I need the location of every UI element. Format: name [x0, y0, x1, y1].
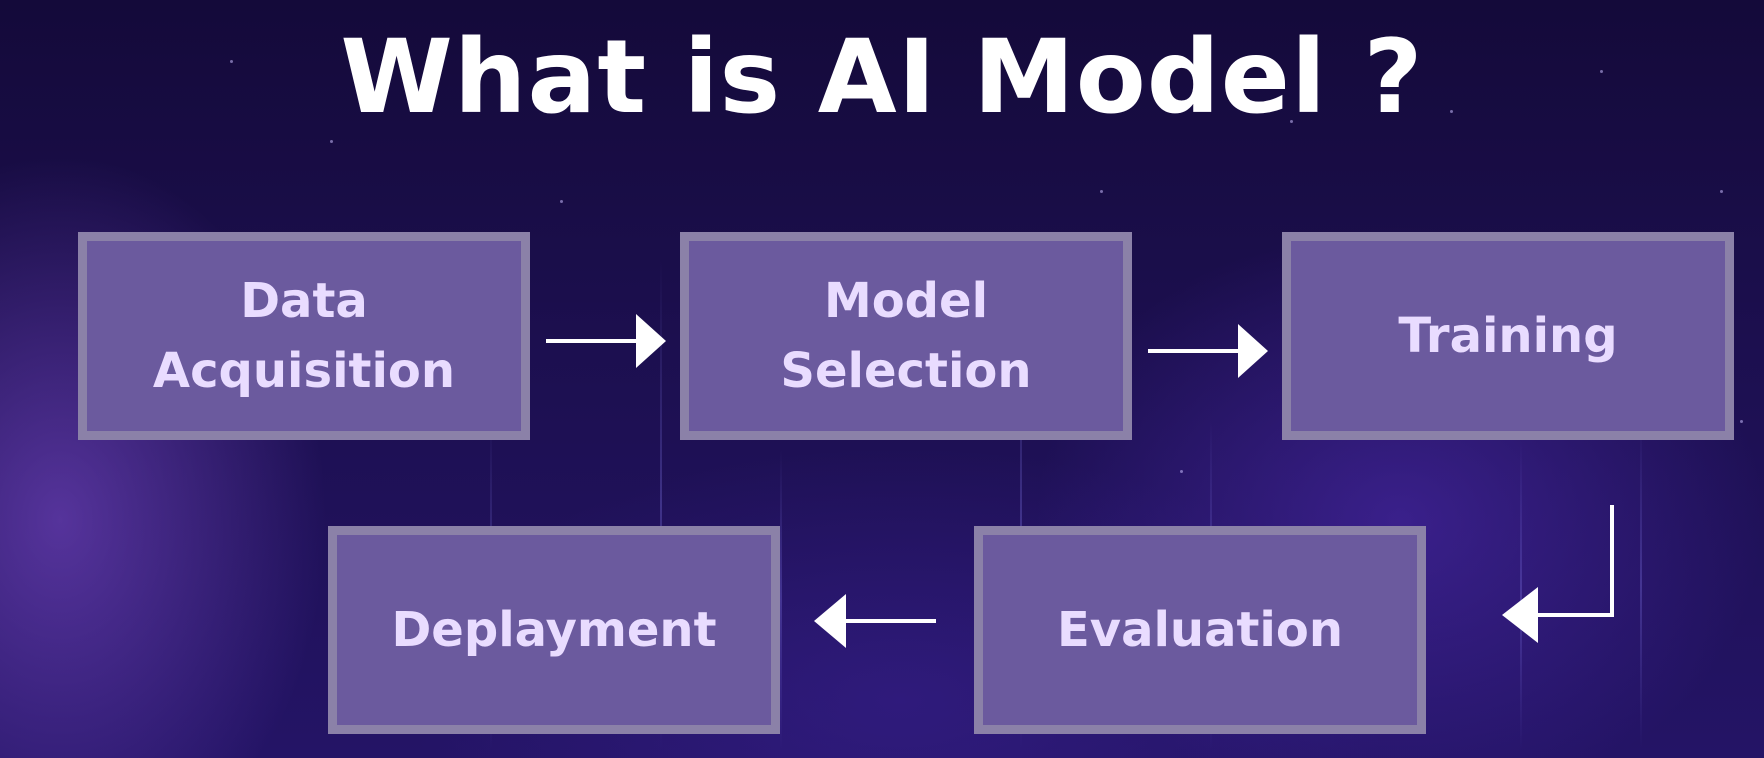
step-label: Model Selection [780, 273, 1032, 399]
arrow-down-left-icon [1502, 505, 1614, 643]
arrow-right-icon [546, 314, 666, 368]
arrow-right-icon [1148, 324, 1268, 378]
page-title: What is AI Model ? [340, 18, 1424, 137]
step-label: Evaluation [1056, 602, 1344, 658]
step-label: Deplayment [391, 602, 717, 658]
arrow-left-icon [814, 594, 936, 648]
step-label: Data Acquisition [152, 273, 456, 399]
step-model-selection: Model Selection [680, 232, 1132, 440]
step-training: Training [1282, 232, 1734, 440]
step-label: Training [1398, 308, 1618, 364]
step-data-acquisition: Data Acquisition [78, 232, 530, 440]
step-deployment: Deplayment [328, 526, 780, 734]
step-evaluation: Evaluation [974, 526, 1426, 734]
